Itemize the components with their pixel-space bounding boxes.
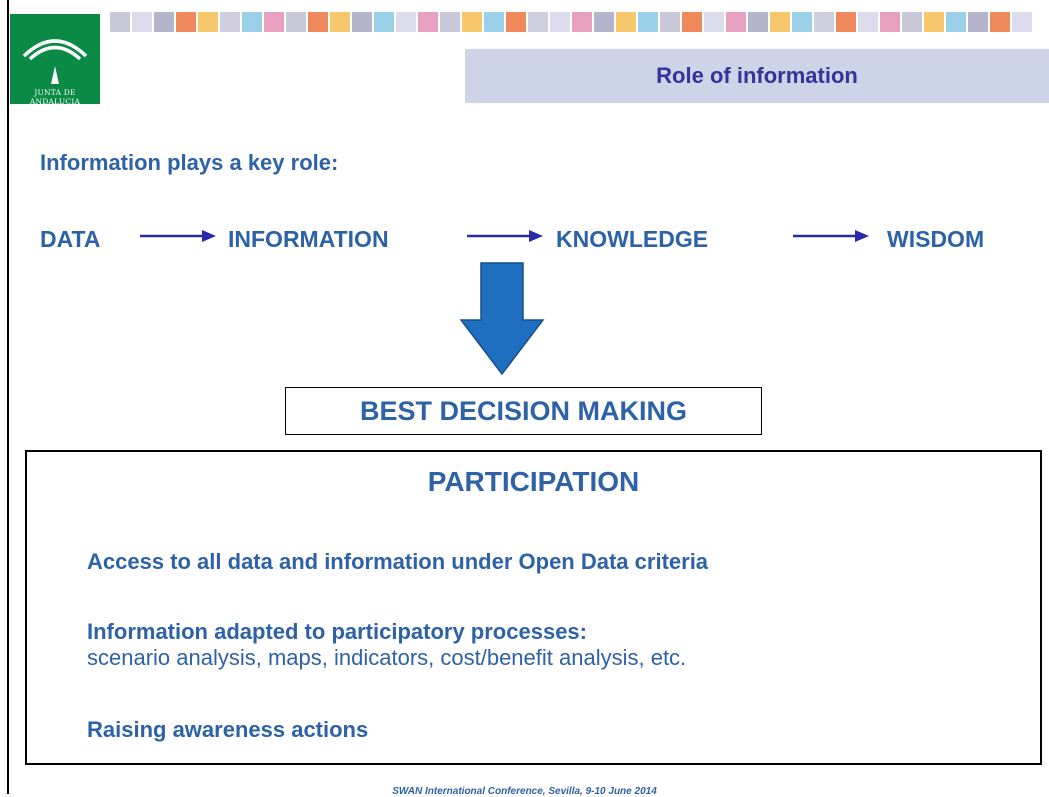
stripe-segment — [440, 12, 460, 32]
stripe-segment — [880, 12, 900, 32]
participation-item: Access to all data and information under… — [87, 549, 709, 574]
stripe-segment — [704, 12, 724, 32]
stripe-segment — [682, 12, 702, 32]
participation-item: Information adapted to participatory pro… — [87, 619, 587, 644]
stripe-segment — [220, 12, 240, 32]
participation-detail: scenario analysis, maps, indicators, cos… — [87, 645, 687, 670]
stripe-segment — [660, 12, 680, 32]
stripe-segment — [902, 12, 922, 32]
flow-wisdom: WISDOM — [887, 226, 985, 252]
flow-knowledge: KNOWLEDGE — [556, 226, 709, 252]
flow-data: DATA — [40, 226, 101, 252]
stripe-segment — [484, 12, 504, 32]
stripe-segment — [1012, 12, 1032, 32]
stripe-segment — [594, 12, 614, 32]
participation-item: Raising awareness actions — [87, 717, 369, 742]
logo-text: JUNTA DE ANDALUCIA — [29, 88, 81, 106]
stripe-segment — [836, 12, 856, 32]
stripe-segment — [374, 12, 394, 32]
stripe-segment — [528, 12, 548, 32]
footer-text: SWAN International Conference, Sevilla, … — [392, 786, 657, 797]
decision-box: BEST DECISION MAKING — [285, 387, 762, 435]
left-border-line — [7, 0, 9, 794]
down-arrow-icon — [459, 262, 545, 376]
stripe-segment — [418, 12, 438, 32]
stripe-segment — [748, 12, 768, 32]
flow-arrow-icon — [467, 230, 543, 242]
stripe-segment — [154, 12, 174, 32]
stripe-segment — [264, 12, 284, 32]
stripe-segment — [462, 12, 482, 32]
participation-title: PARTICIPATION — [427, 466, 640, 497]
flow-arrow-icon — [793, 230, 869, 242]
stripe-segment — [308, 12, 328, 32]
stripe-segment — [242, 12, 262, 32]
stripe-segment — [968, 12, 988, 32]
stripe-segment — [352, 12, 372, 32]
stripe-segment — [726, 12, 746, 32]
stripe-segment — [924, 12, 944, 32]
stripe-segment — [616, 12, 636, 32]
flow-arrow-icon — [140, 230, 216, 242]
stripe-segment — [198, 12, 218, 32]
stripe-segment — [990, 12, 1010, 32]
logo-emblem-icon — [22, 39, 88, 84]
flow-information: INFORMATION — [228, 226, 389, 252]
stripe-segment — [550, 12, 570, 32]
stripe-segment — [176, 12, 196, 32]
stripe-segment — [330, 12, 350, 32]
stripe-segment — [506, 12, 526, 32]
intro-heading: Information plays a key role: — [40, 150, 339, 175]
slide-title: Role of information — [656, 63, 858, 88]
stripe-segment — [132, 12, 152, 32]
stripe-segment — [858, 12, 878, 32]
stripe-segment — [814, 12, 834, 32]
decision-label: BEST DECISION MAKING — [359, 396, 688, 426]
stripe-segment — [396, 12, 416, 32]
junta-de-andalucia-logo: JUNTA DE ANDALUCIA — [10, 14, 100, 106]
header-color-stripe — [110, 12, 1049, 32]
stripe-segment — [572, 12, 592, 32]
stripe-segment — [638, 12, 658, 32]
title-banner: Role of information — [465, 49, 1049, 103]
stripe-segment — [110, 12, 130, 32]
stripe-segment — [770, 12, 790, 32]
stripe-segment — [792, 12, 812, 32]
participation-box: PARTICIPATION Access to all data and inf… — [25, 450, 1042, 765]
stripe-segment — [946, 12, 966, 32]
stripe-segment — [286, 12, 306, 32]
